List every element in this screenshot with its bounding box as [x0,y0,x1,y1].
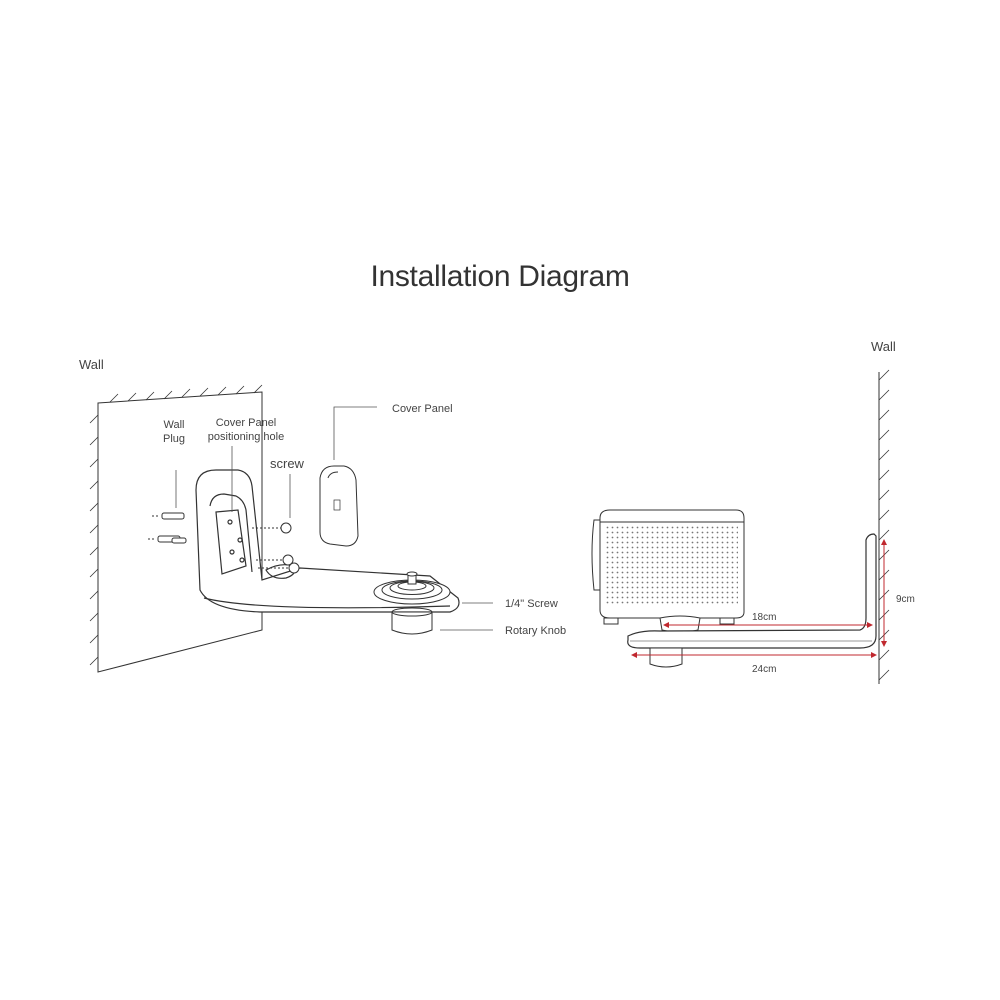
cover-panel [319,465,359,547]
quarter-screw-label: 1/4" Screw [505,598,558,610]
left-rotary-plate [373,571,451,605]
screw-label: screw [270,456,304,471]
left-bracket [195,469,460,613]
dim-label-9cm: 9cm [896,594,915,605]
left-wall-side-hatch [89,414,99,666]
left-leader-lines [175,406,493,631]
rotary-knob-label: Rotary Knob [505,625,567,637]
wall-plug-label: Wall Plug [162,419,186,445]
right-rotary-knob [649,647,683,668]
page-title: Installation Diagram [370,260,630,293]
wall-plugs [148,512,187,544]
dim-label-24cm: 24cm [752,664,777,675]
projector [591,509,745,633]
cover-panel-positioning-hole-label: Cover Panel positioning hole [207,417,285,443]
left-wall [89,384,263,673]
right-bracket [627,533,877,649]
dim-label-18cm: 18cm [752,612,777,623]
left-wall-top-hatch [109,384,263,403]
left-rotary-knob [391,607,433,635]
left-wall-label: Wall [79,357,104,372]
cover-panel-label: Cover Panel [392,403,453,415]
dimension-lines [631,539,887,658]
screws [252,522,300,574]
right-wall-label: Wall [871,339,896,354]
